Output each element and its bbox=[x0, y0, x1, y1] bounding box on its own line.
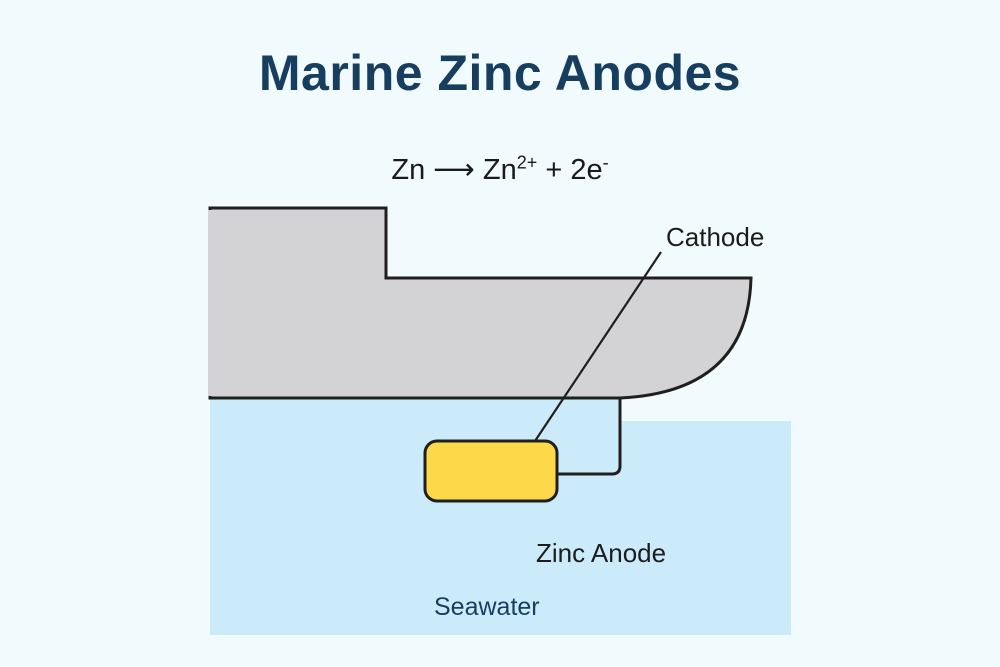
equation-reactant: Zn bbox=[391, 154, 426, 186]
zinc-anode-block bbox=[423, 439, 559, 503]
diagram-title: Marine Zinc Anodes bbox=[258, 45, 742, 101]
reaction-arrow-icon: ⟶ bbox=[433, 154, 475, 186]
oxidation-equation: Zn ⟶ Zn2+ + 2e- bbox=[0, 152, 1000, 187]
equation-electrons-charge: - bbox=[602, 152, 609, 173]
seawater-label: Seawater bbox=[434, 593, 540, 621]
seawater-region bbox=[210, 398, 791, 635]
cathode-leader-line bbox=[534, 251, 662, 442]
equation-product-charge: 2+ bbox=[516, 152, 538, 173]
cathode-label: Cathode bbox=[666, 222, 765, 252]
equation-plus: + bbox=[545, 154, 563, 186]
connector-wire bbox=[557, 398, 622, 476]
equation-electrons: 2e bbox=[570, 154, 603, 186]
zinc-anode-label: Zinc Anode bbox=[536, 538, 667, 568]
equation-product: Zn bbox=[482, 154, 517, 186]
ship-hull bbox=[208, 206, 753, 400]
